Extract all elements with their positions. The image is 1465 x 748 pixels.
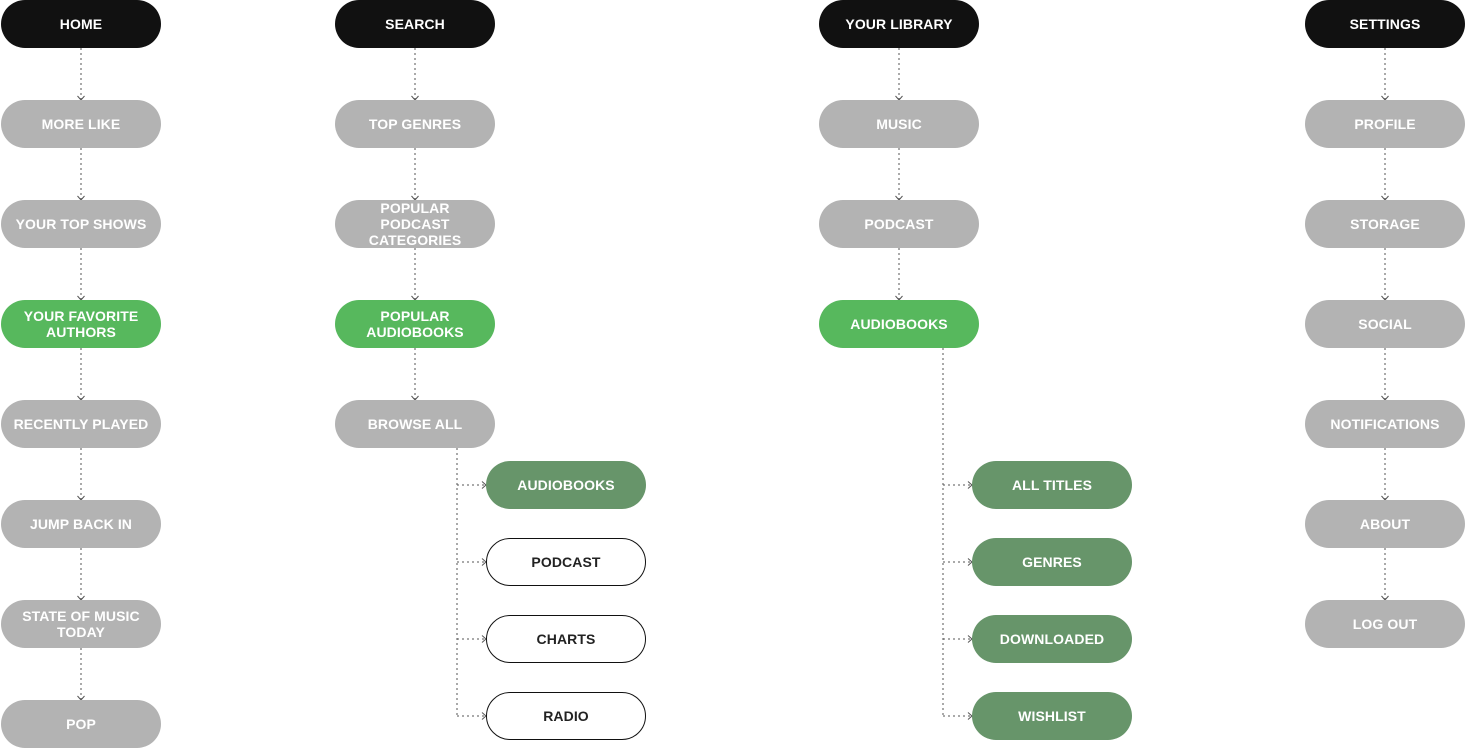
node-audiobooks: AUDIOBOOKS <box>819 300 979 348</box>
node-popular-audiobooks: POPULAR AUDIOBOOKS <box>335 300 495 348</box>
node-your-favorite-authors: YOUR FAVORITE AUTHORS <box>1 300 161 348</box>
node-storage: STORAGE <box>1305 200 1465 248</box>
root-node-your-library: YOUR LIBRARY <box>819 0 979 48</box>
node-profile: PROFILE <box>1305 100 1465 148</box>
node-top-genres: TOP GENRES <box>335 100 495 148</box>
node-state-of-music-today: STATE OF MUSIC TODAY <box>1 600 161 648</box>
node-more-like: MORE LIKE <box>1 100 161 148</box>
child-node-downloaded: DOWNLOADED <box>972 615 1132 663</box>
node-podcast: PODCAST <box>819 200 979 248</box>
node-jump-back-in: JUMP BACK IN <box>1 500 161 548</box>
root-node-home: HOME <box>1 0 161 48</box>
node-social: SOCIAL <box>1305 300 1465 348</box>
root-node-settings: SETTINGS <box>1305 0 1465 48</box>
node-notifications: NOTIFICATIONS <box>1305 400 1465 448</box>
node-your-top-shows: YOUR TOP SHOWS <box>1 200 161 248</box>
root-node-search: SEARCH <box>335 0 495 48</box>
child-node-charts: CHARTS <box>486 615 646 663</box>
child-node-radio: RADIO <box>486 692 646 740</box>
node-pop: POP <box>1 700 161 748</box>
node-browse-all: BROWSE ALL <box>335 400 495 448</box>
child-node-audiobooks: AUDIOBOOKS <box>486 461 646 509</box>
node-about: ABOUT <box>1305 500 1465 548</box>
child-node-wishlist: WISHLIST <box>972 692 1132 740</box>
node-recently-played: RECENTLY PLAYED <box>1 400 161 448</box>
node-log-out: LOG OUT <box>1305 600 1465 648</box>
child-node-genres: GENRES <box>972 538 1132 586</box>
child-node-all-titles: ALL TITLES <box>972 461 1132 509</box>
node-music: MUSIC <box>819 100 979 148</box>
node-popular-podcast-categories: POPULAR PODCAST CATEGORIES <box>335 200 495 248</box>
child-node-podcast: PODCAST <box>486 538 646 586</box>
